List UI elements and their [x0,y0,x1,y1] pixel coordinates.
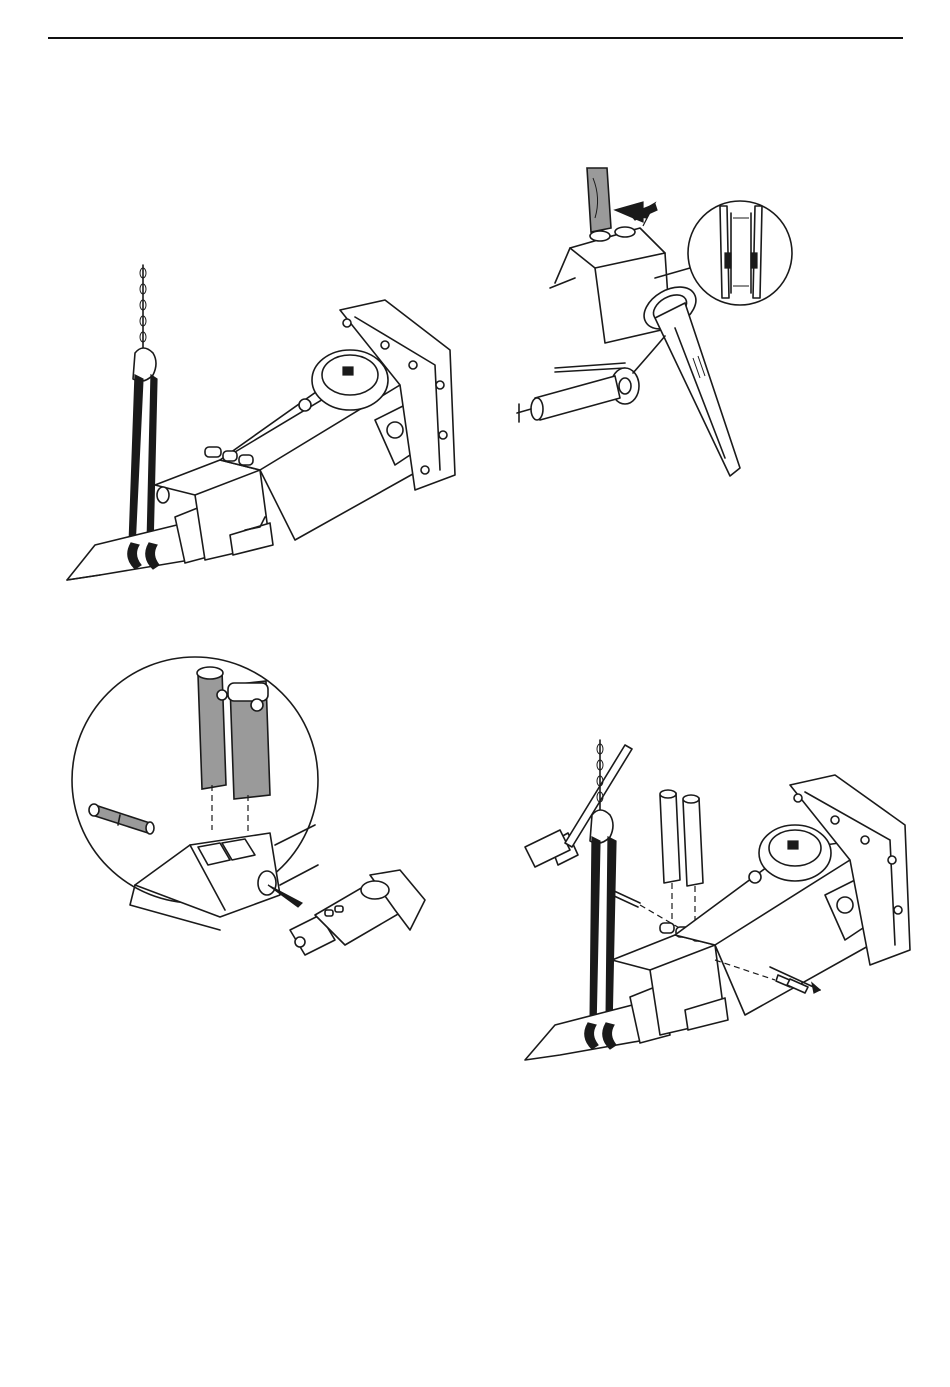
breaker-lifted-by-sling-illustration [55,255,475,595]
header-rule [48,37,903,39]
retainer-pin-removal-illustration [520,735,915,1065]
grease-gun-lubricating-tool-illustration [515,158,805,488]
chain-icon [140,265,146,355]
retainer-pins-detail-illustration [70,655,440,975]
